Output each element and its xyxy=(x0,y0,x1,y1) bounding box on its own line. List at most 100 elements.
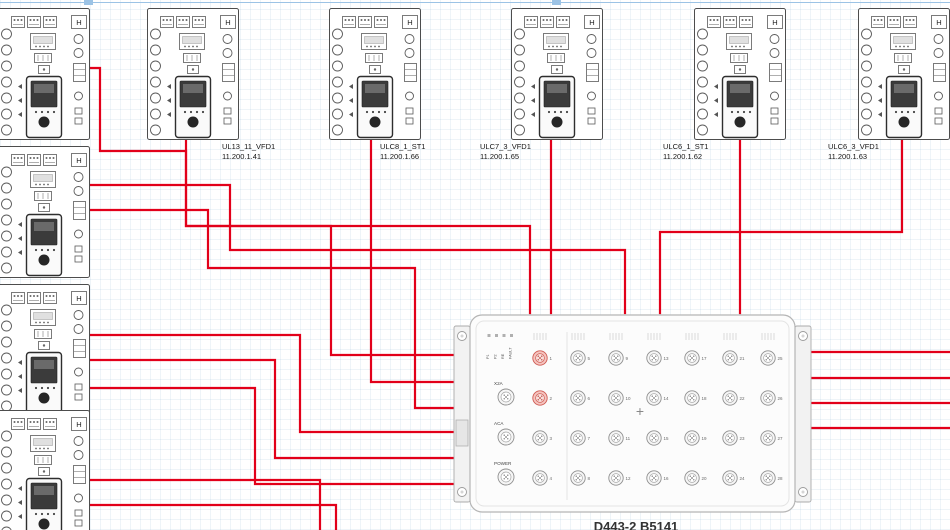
module-port[interactable] xyxy=(760,390,776,406)
aux-port[interactable] xyxy=(497,428,515,446)
led-label: P1 xyxy=(486,354,490,359)
aux-port-label: X2A xyxy=(494,381,504,386)
port-number: 21 xyxy=(740,356,746,361)
connection-wire[interactable] xyxy=(658,138,904,315)
module-port[interactable] xyxy=(722,430,738,446)
port-number: 15 xyxy=(664,436,670,441)
module-part-number: D443-2 B5141 xyxy=(594,519,679,530)
module-port[interactable] xyxy=(646,390,662,406)
connection-wire[interactable] xyxy=(88,333,459,434)
device-symbol[interactable] xyxy=(857,7,950,141)
device-symbol[interactable] xyxy=(328,7,422,141)
port-number: 3 xyxy=(550,436,553,441)
module-port[interactable] xyxy=(684,390,700,406)
device-symbol[interactable] xyxy=(693,7,787,141)
module-port[interactable] xyxy=(684,350,700,366)
module-port[interactable] xyxy=(608,350,624,366)
module-port[interactable] xyxy=(722,350,738,366)
module-port[interactable] xyxy=(608,390,624,406)
aux-port[interactable] xyxy=(497,468,515,486)
device-ip-address: 11.200.1.63 xyxy=(828,152,868,162)
module-port[interactable] xyxy=(532,430,548,446)
selection-guide-line xyxy=(0,2,950,3)
module-port[interactable] xyxy=(570,390,586,406)
selection-handle[interactable] xyxy=(84,0,93,5)
device-ip-address: 11.200.1.62 xyxy=(663,152,703,162)
device-ip-address: 11.200.1.65 xyxy=(480,152,520,162)
module-port[interactable] xyxy=(646,470,662,486)
device-symbol[interactable] xyxy=(0,283,91,417)
connection-wire[interactable] xyxy=(184,138,532,315)
origin-cross: + xyxy=(636,403,644,419)
selection-handle[interactable] xyxy=(552,0,561,5)
status-led xyxy=(502,334,506,337)
device-ip-address: 11.200.1.66 xyxy=(380,152,420,162)
module-port[interactable] xyxy=(760,470,776,486)
status-led xyxy=(495,334,498,337)
port-number: 10 xyxy=(626,396,632,401)
device-name: ULC6_3_VFD1 xyxy=(828,142,879,151)
module-port[interactable] xyxy=(760,350,776,366)
wires-layer xyxy=(88,66,950,530)
port-number: 4 xyxy=(550,476,553,481)
aux-port[interactable] xyxy=(497,388,515,406)
aux-port-label: POWER xyxy=(494,461,512,466)
connection-wire[interactable] xyxy=(88,503,338,530)
port-number: 27 xyxy=(778,436,784,441)
port-number: 23 xyxy=(740,436,746,441)
device-ip-address: 11.200.1.41 xyxy=(222,152,262,162)
port-number: 11 xyxy=(626,436,631,441)
connection-wire[interactable] xyxy=(88,386,459,486)
module-port[interactable] xyxy=(760,430,776,446)
module-port[interactable] xyxy=(646,350,662,366)
device-name: ULC8_1_ST1 xyxy=(380,142,426,151)
module-port[interactable] xyxy=(684,470,700,486)
port-number: 17 xyxy=(702,356,708,361)
module-port-highlighted[interactable] xyxy=(532,390,548,406)
connection-wire[interactable] xyxy=(369,138,627,315)
connection-wire[interactable] xyxy=(88,183,459,384)
device-symbol[interactable] xyxy=(0,409,91,530)
device-symbol[interactable] xyxy=(0,145,91,279)
port-number: 16 xyxy=(664,476,670,481)
module-port[interactable] xyxy=(722,390,738,406)
port-number: 13 xyxy=(664,356,670,361)
module-port[interactable] xyxy=(570,350,586,366)
device-symbol[interactable] xyxy=(0,7,91,141)
module-port-highlighted[interactable] xyxy=(532,350,548,366)
status-led xyxy=(510,334,513,337)
connection-wire[interactable] xyxy=(88,358,459,460)
module-port[interactable] xyxy=(684,430,700,446)
module-port[interactable] xyxy=(608,470,624,486)
device-name: UL13_11_VFD1 xyxy=(222,142,276,151)
port-number: 14 xyxy=(664,396,670,401)
led-label: P2 xyxy=(494,354,498,359)
connection-wire[interactable] xyxy=(88,478,322,530)
device-symbol[interactable] xyxy=(146,7,240,141)
module-port[interactable] xyxy=(570,470,586,486)
connection-wire[interactable] xyxy=(88,208,459,410)
module-port[interactable] xyxy=(646,430,662,446)
port-number: 19 xyxy=(702,436,708,441)
port-number: 22 xyxy=(740,396,746,401)
module-port[interactable] xyxy=(608,430,624,446)
device-symbol[interactable] xyxy=(510,7,604,141)
module-port[interactable] xyxy=(570,430,586,446)
module-port[interactable] xyxy=(722,470,738,486)
port-number: 18 xyxy=(702,396,708,401)
port-number: 28 xyxy=(778,476,784,481)
module-body xyxy=(469,314,796,513)
port-number: 24 xyxy=(740,476,746,481)
aux-port-label: ACA xyxy=(494,421,504,426)
module-port[interactable] xyxy=(532,470,548,486)
led-label: FAULT xyxy=(509,347,513,359)
port-number: 6 xyxy=(588,396,591,401)
